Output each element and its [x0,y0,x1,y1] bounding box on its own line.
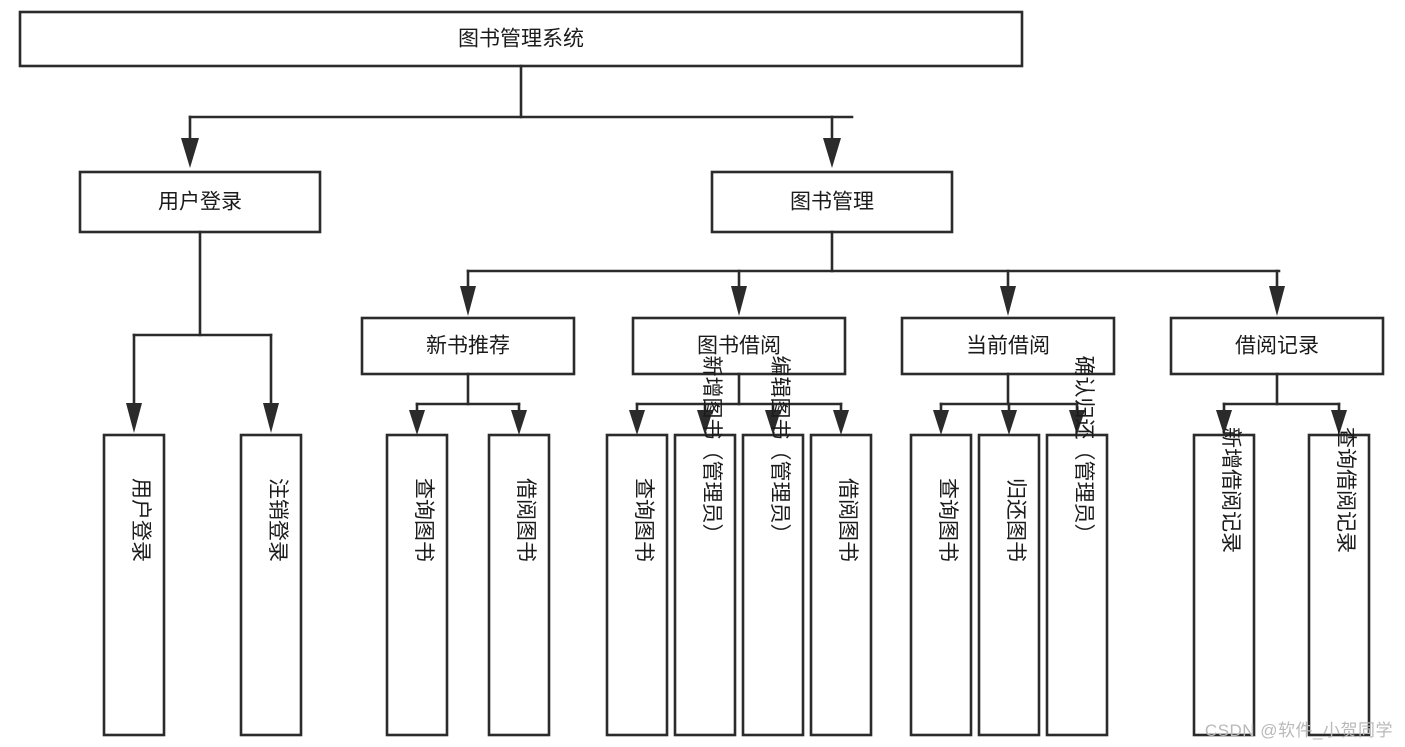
arrow-head-current-borrow [1000,286,1016,316]
leaf-borrow-book-1-box[interactable] [487,433,551,737]
leaf-logout-login-box[interactable] [239,433,303,737]
arrow-head-leaf-user-login [126,403,142,433]
leaf-return-book-box[interactable] [977,433,1041,737]
arrow-head-leaf-add-record [1216,410,1232,435]
root-label: 图书管理系统 [458,28,584,51]
node-borrow-record[interactable]: 借阅记录 [1169,316,1385,376]
leaf-edit-book-label: 编辑图书（管理员） [768,356,791,545]
arrow-head-leaf-query-record [1331,410,1347,435]
connector-new-book-recommend-to-leaves [409,372,527,435]
arrow-head-leaf-borrow-book-2 [833,410,849,435]
leaf-query-book-1-label: 查询图书 [412,478,435,562]
leaf-add-book-label: 新增图书（管理员） [700,356,723,545]
leaf-query-book-3-box[interactable] [909,433,973,737]
node-leaf-borrow-book-1[interactable]: 借阅图书 [487,433,551,737]
arrow-head-leaf-edit-book [765,410,781,435]
arrow-head-book-manage [823,138,841,168]
node-leaf-query-book-1[interactable]: 查询图书 [385,433,449,737]
leaf-borrow-book-2-box[interactable] [809,433,873,737]
book-borrow-box[interactable] [631,316,847,376]
leaf-user-login-label: 用户登录 [129,478,152,562]
arrow-head-leaf-borrow-book-1 [511,410,527,435]
arrow-head-user-login [181,138,199,168]
leaf-query-book-2-box[interactable] [605,433,669,737]
user-login-label: 用户登录 [158,191,242,214]
node-leaf-logout-login[interactable]: 注销登录 [239,433,303,737]
new-book-recommend-label: 新书推荐 [426,335,510,358]
node-leaf-query-book-2[interactable]: 查询图书 [605,433,669,737]
leaf-logout-login-label: 注销登录 [266,478,289,562]
root-box[interactable] [18,10,1024,68]
node-user-login[interactable]: 用户登录 [78,170,322,234]
arrow-head-leaf-add-book [697,410,713,435]
connector-root-to-level1 [181,64,854,168]
leaf-return-book-label: 归还图书 [1004,478,1027,562]
leaf-confirm-return-box[interactable] [1045,433,1109,737]
node-current-borrow[interactable]: 当前借阅 [900,316,1116,376]
node-leaf-query-record[interactable]: 查询借阅记录 [1307,427,1371,737]
leaf-add-record-label: 新增借阅记录 [1219,427,1242,553]
arrow-head-leaf-query-book-3 [933,410,949,435]
node-leaf-confirm-return[interactable]: 确认归还（管理员） [1045,356,1109,737]
arrow-head-leaf-logout-login [263,403,279,433]
leaf-edit-book-box[interactable] [741,433,805,737]
leaf-query-record-box[interactable] [1307,433,1371,737]
arrow-head-leaf-query-book-1 [409,410,425,435]
node-leaf-add-book[interactable]: 新增图书（管理员） [673,356,737,737]
node-leaf-return-book[interactable]: 归还图书 [977,433,1041,737]
leaf-add-record-box[interactable] [1192,433,1256,737]
leaf-borrow-book-1-label: 借阅图书 [514,478,537,562]
new-book-recommend-box[interactable] [360,316,576,376]
arrow-head-book-borrow [731,286,747,316]
connector-current-borrow-to-leaves [933,372,1085,435]
node-new-book-recommend[interactable]: 新书推荐 [360,316,576,376]
arrow-head-borrow-record [1269,286,1285,316]
arrow-head-leaf-query-book-2 [629,410,645,435]
leaf-user-login-box[interactable] [102,433,166,737]
leaf-confirm-return-label: 确认归还（管理员） [1072,356,1095,545]
node-root[interactable]: 图书管理系统 [18,10,1024,68]
node-book-borrow[interactable]: 图书借阅 [631,316,847,376]
leaf-add-book-box[interactable] [673,433,737,737]
connector-user-login-to-leaves [126,230,279,433]
connector-book-manage-to-level2 [460,230,1285,316]
borrow-record-label: 借阅记录 [1235,335,1319,358]
leaf-query-book-1-box[interactable] [385,433,449,737]
current-borrow-label: 当前借阅 [966,335,1050,358]
leaf-query-record-label: 查询借阅记录 [1334,427,1357,553]
arrow-head-leaf-confirm-return [1069,410,1085,435]
book-manage-box[interactable] [710,170,954,234]
leaf-borrow-book-2-label: 借阅图书 [836,478,859,562]
arrow-head-leaf-return-book [1001,410,1017,435]
node-leaf-edit-book[interactable]: 编辑图书（管理员） [741,356,805,737]
node-leaf-user-login[interactable]: 用户登录 [102,433,166,737]
book-borrow-label: 图书借阅 [697,335,781,358]
connector-book-borrow-to-leaves [629,372,849,435]
node-book-manage[interactable]: 图书管理 [710,170,954,234]
current-borrow-box[interactable] [900,316,1116,376]
book-manage-label: 图书管理 [790,191,874,214]
node-leaf-add-record[interactable]: 新增借阅记录 [1192,427,1256,737]
leaf-query-book-3-label: 查询图书 [936,478,959,562]
arrow-head-new-book-recommend [460,286,476,316]
leaf-query-book-2-label: 查询图书 [632,478,655,562]
node-leaf-query-book-3[interactable]: 查询图书 [909,433,973,737]
connector-borrow-record-to-leaves [1216,372,1347,435]
node-leaf-borrow-book-2[interactable]: 借阅图书 [809,433,873,737]
